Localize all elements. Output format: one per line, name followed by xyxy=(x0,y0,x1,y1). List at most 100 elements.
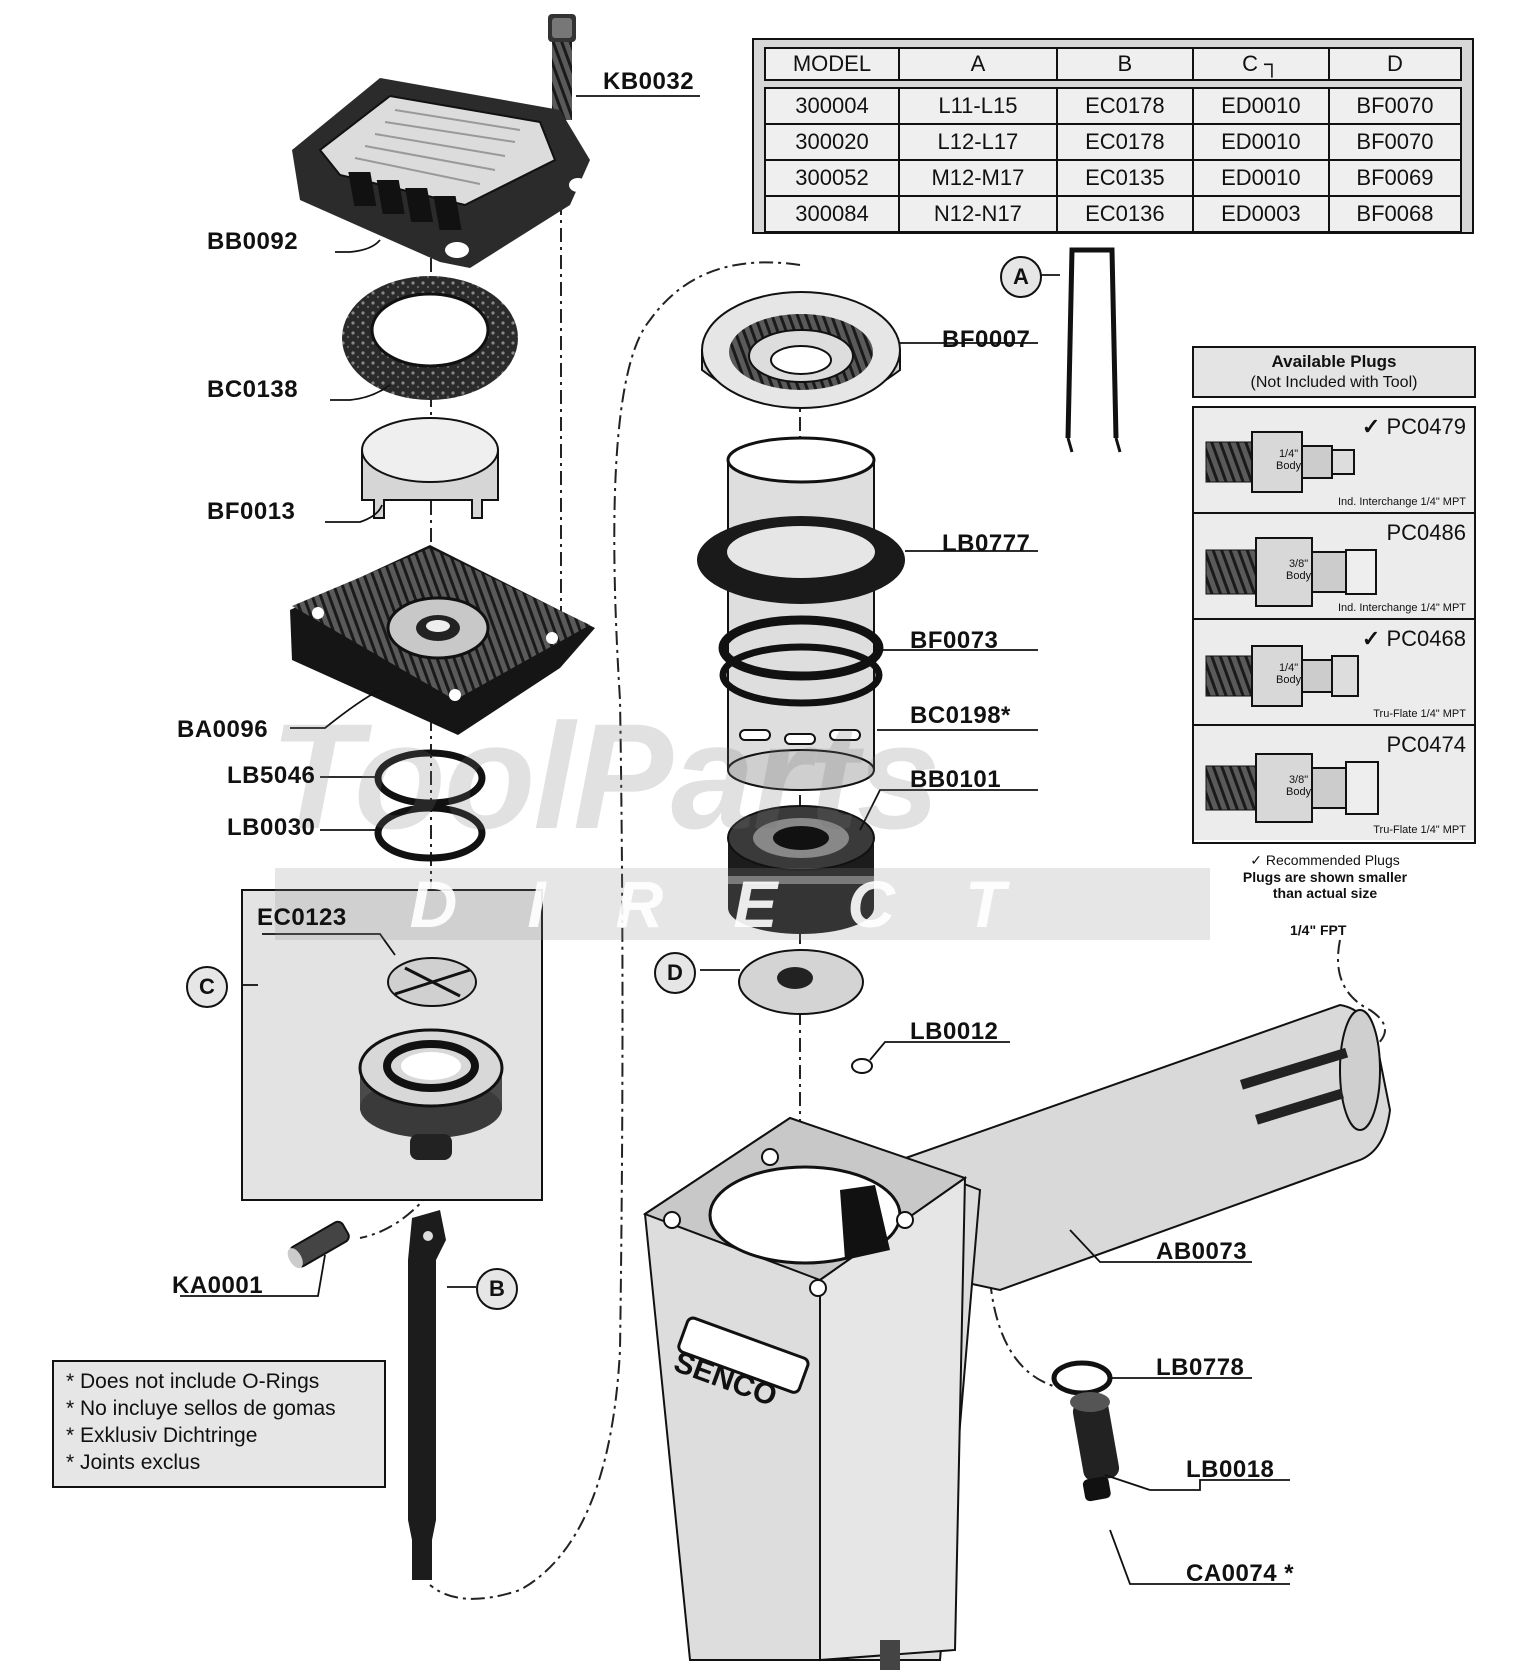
plug-connection: Ind. Interchange 1/4" MPT xyxy=(1337,602,1466,614)
bc0138-gasket xyxy=(342,276,518,400)
leader-lines xyxy=(180,95,1290,1585)
note-line: * Does not include O-Rings xyxy=(66,1370,320,1393)
cell: L12-L17 xyxy=(897,123,1058,161)
cell: 300084 xyxy=(764,195,900,233)
bumper-disc xyxy=(738,949,864,1015)
lb0012-oring xyxy=(851,1058,873,1074)
plug-body: Body xyxy=(1286,570,1312,582)
plug-item: 1/4" Body ✓ PC0479 Ind. Interchange 1/4"… xyxy=(1194,408,1474,514)
plug-connection: Ind. Interchange 1/4" MPT xyxy=(1337,496,1466,508)
plug-size: 3/8" xyxy=(1288,558,1309,570)
cell: EC0135 xyxy=(1055,159,1194,197)
plug-icon xyxy=(1205,645,1359,707)
bf0013-disc xyxy=(361,417,499,519)
part-label-ec0123: EC0123 xyxy=(257,904,347,931)
col-header-d: D xyxy=(1327,47,1463,81)
plug-connection: Tru-Flate 1/4" MPT xyxy=(1373,708,1466,720)
recommended-note: ✓ Recommended Plugs xyxy=(1250,852,1400,868)
staple-icon xyxy=(1065,247,1119,439)
smaller-note-1: Plugs are shown smaller xyxy=(1242,869,1408,885)
watermark: ToolParts xyxy=(270,692,940,860)
note-line: * Joints exclus xyxy=(66,1451,201,1474)
note-line: * No incluye sellos de gomas xyxy=(66,1397,336,1420)
plug-notes: ✓ Recommended Plugs Plugs are shown smal… xyxy=(1200,852,1450,901)
bb0092-cap xyxy=(292,78,590,268)
cell: BF0069 xyxy=(1327,159,1463,197)
callout-a: A xyxy=(1000,256,1042,298)
table-row: 300020 L12-L17 EC0178 ED0010 BF0070 xyxy=(764,123,1463,161)
lb0018-valve xyxy=(1070,1392,1120,1502)
callout-c: C xyxy=(186,966,228,1008)
plug-size: 1/4" xyxy=(1278,662,1299,674)
plug-item: 3/8" Body PC0474 Tru-Flate 1/4" MPT xyxy=(1194,726,1474,840)
plug-icon xyxy=(1205,537,1377,607)
bb0101-piston xyxy=(727,805,875,934)
cell: 300052 xyxy=(764,159,900,197)
part-label-bf0007: BF0007 xyxy=(942,326,1031,353)
callout-b: B xyxy=(476,1268,518,1310)
part-label-ka0001: KA0001 xyxy=(172,1272,264,1299)
part-label-bc0138: BC0138 xyxy=(207,376,299,403)
plug-icon xyxy=(1205,431,1355,493)
plug-code: PC0474 xyxy=(1386,732,1466,757)
notes-box: * Does not include O-Rings * No incluye … xyxy=(52,1360,386,1488)
plugs-header: Available Plugs (Not Included with Tool) xyxy=(1192,346,1476,398)
driver-blade xyxy=(408,1210,446,1580)
lb5046-oring xyxy=(374,749,486,807)
plug-item: 3/8" Body PC0486 Ind. Interchange 1/4" M… xyxy=(1194,514,1474,620)
part-label-lb0030: LB0030 xyxy=(227,814,316,841)
part-label-lb0778: LB0778 xyxy=(1156,1354,1245,1381)
smaller-note-2: than actual size xyxy=(1272,885,1378,901)
plug-code: PC0486 xyxy=(1386,520,1466,545)
watermark-sub: DIRECT xyxy=(275,868,1210,940)
part-label-lb0777: LB0777 xyxy=(942,530,1031,557)
plug-body: Body xyxy=(1286,786,1312,798)
cell: EC0178 xyxy=(1055,123,1194,161)
part-label-bf0013: BF0013 xyxy=(207,498,296,525)
col-header-b: B xyxy=(1055,47,1194,81)
cell: EC0178 xyxy=(1055,87,1194,125)
ba0096-plate xyxy=(290,545,595,735)
cell: N12-N17 xyxy=(897,195,1058,233)
cell: BF0070 xyxy=(1327,87,1463,125)
plug-body: Body xyxy=(1276,674,1302,686)
plug-connection: Tru-Flate 1/4" MPT xyxy=(1373,824,1466,836)
col-header-c: C ┐ xyxy=(1191,47,1330,81)
plugs-title: Available Plugs xyxy=(1271,352,1397,371)
fpt-label: 1/4" FPT xyxy=(1290,922,1347,938)
cell: L11-L15 xyxy=(897,87,1058,125)
table-row: 300084 N12-N17 EC0136 ED0003 BF0068 xyxy=(764,195,1463,233)
plug-icon xyxy=(1205,753,1379,823)
part-label-kb0032: KB0032 xyxy=(603,68,695,95)
model-table: MODEL A B C ┐ D 300004 L11-L15 EC0178 ED… xyxy=(752,38,1474,234)
kb0032-screw xyxy=(548,14,576,120)
plug-size: 1/4" xyxy=(1278,448,1299,460)
plugs-subtitle: (Not Included with Tool) xyxy=(1250,374,1418,391)
plug-size: 3/8" xyxy=(1288,774,1309,786)
check-icon: ✓ xyxy=(1361,626,1381,651)
col-header-a: A xyxy=(897,47,1058,81)
table-row: 300052 M12-M17 EC0135 ED0010 BF0069 xyxy=(764,159,1463,197)
part-label-ca0074: CA0074 * xyxy=(1186,1560,1295,1587)
part-label-ba0096: BA0096 xyxy=(177,716,269,743)
check-icon: ✓ xyxy=(1361,414,1381,439)
cell: ED0010 xyxy=(1191,87,1330,125)
part-label-lb0018: LB0018 xyxy=(1186,1456,1275,1483)
ka0001-pin xyxy=(287,1220,350,1269)
part-label-lb5046: LB5046 xyxy=(227,762,316,789)
bf0007-bumper xyxy=(701,291,901,409)
plug-code: PC0479 xyxy=(1386,414,1466,439)
callout-d: D xyxy=(654,952,696,994)
part-label-ab0073: AB0073 xyxy=(1156,1238,1248,1265)
part-label-bb0101: BB0101 xyxy=(910,766,1002,793)
cell: 300004 xyxy=(764,87,900,125)
note-line: * Exklusiv Dichtringe xyxy=(66,1424,258,1447)
cell: ED0003 xyxy=(1191,195,1330,233)
cell: BF0068 xyxy=(1327,195,1463,233)
part-label-bb0092: BB0092 xyxy=(207,228,299,255)
plug-item: 1/4" Body ✓ PC0468 Tru-Flate 1/4" MPT xyxy=(1194,620,1474,726)
part-label-lb0012: LB0012 xyxy=(910,1018,999,1045)
cylinder-assembly xyxy=(697,436,905,791)
lb0030-oring xyxy=(374,804,486,862)
